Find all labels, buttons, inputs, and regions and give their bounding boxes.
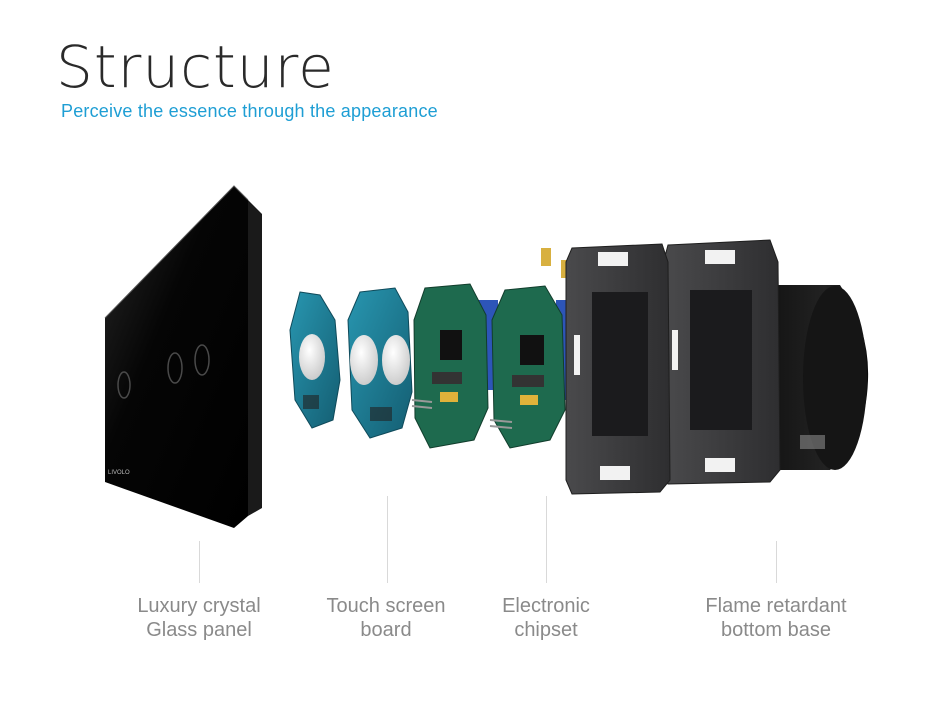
leader-line-chipset <box>546 496 547 583</box>
label-glass-line2: Glass panel <box>146 619 252 641</box>
label-chipset: Electronic chipset <box>466 594 626 642</box>
label-chipset-line2: chipset <box>514 619 578 641</box>
chipset-board-1 <box>411 283 498 449</box>
label-touch-line2: board <box>360 619 412 641</box>
label-base-line1: Flame retardant <box>705 595 847 617</box>
touch-board-single <box>289 291 341 429</box>
page-subtitle: Perceive the essence through the appeara… <box>61 101 438 121</box>
touch-board-double <box>347 287 413 439</box>
label-touch-line1: Touch screen <box>326 595 446 617</box>
label-chipset-line1: Electronic <box>502 595 590 617</box>
leader-line-touch <box>387 496 388 583</box>
leader-line-glass <box>199 541 200 583</box>
bottom-base <box>565 239 869 495</box>
brand-mark: LIVOLO <box>108 470 130 476</box>
label-base-line2: bottom base <box>720 619 832 641</box>
page-title: Structure <box>56 33 335 101</box>
label-bottom-base: Flame retardant bottom base <box>686 594 866 642</box>
label-glass-panel: Luxury crystal Glass panel <box>119 594 279 642</box>
label-glass-line1: Luxury crystal <box>137 595 261 617</box>
label-touch-board: Touch screen board <box>306 594 466 642</box>
leader-line-base <box>776 541 777 583</box>
glass-panel: LIVOLO <box>104 185 262 528</box>
